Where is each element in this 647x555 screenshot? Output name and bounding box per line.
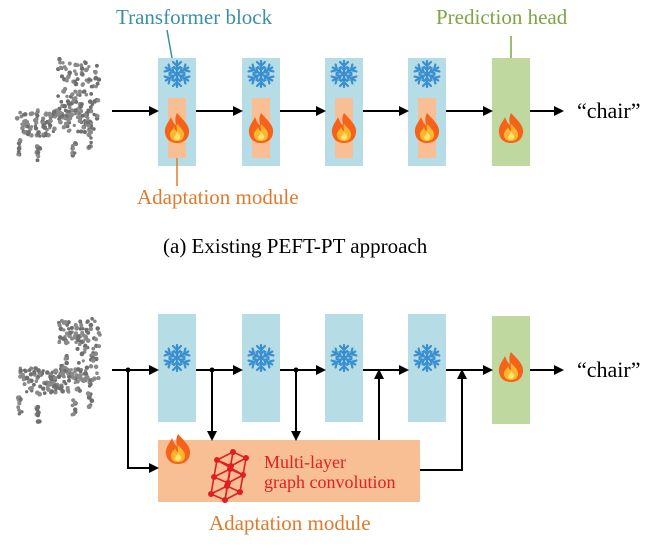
graph-text-line2: graph convolution [264,472,396,492]
transformer-block-label: Transformer block [116,5,273,29]
output-label-bottom: “chair” [577,357,641,382]
graph-icon [208,449,249,503]
fire-icon [165,434,191,464]
transformer-block [242,58,280,166]
adaptation-module-box [158,440,420,502]
transformer-block [158,58,196,166]
prediction-head [492,58,530,166]
transformer-block [325,58,363,166]
point-cloud-chair-bottom [15,316,102,424]
flow-arrows-bottom [112,365,564,473]
junction-dots [125,367,299,373]
transformer-block [408,58,446,166]
point-cloud-chair-top [14,56,102,163]
adaptation-module-label-bottom: Adaptation module [209,511,371,535]
prediction-head-label: Prediction head [436,5,568,29]
graph-text-line1: Multi-layer [264,452,346,472]
transformer-callout-line [166,29,173,59]
output-label-top: “chair” [577,98,641,123]
adaptation-module-label-top: Adaptation module [137,185,299,209]
caption-a: (a) Existing PEFT-PT approach [163,234,428,258]
